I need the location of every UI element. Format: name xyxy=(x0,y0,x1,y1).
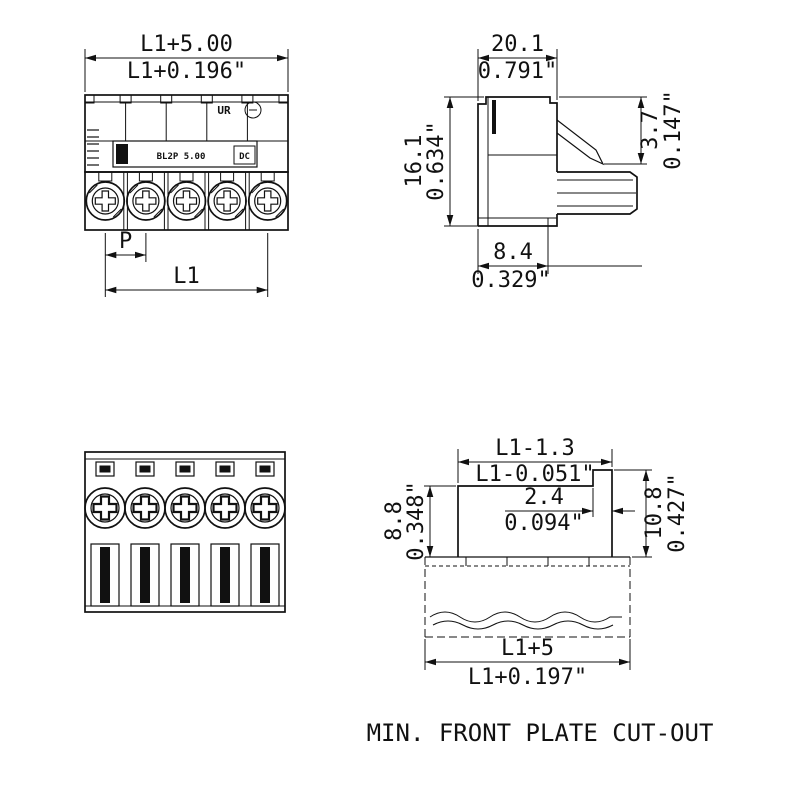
front-view: BL2P 5.00 DC UR xyxy=(84,94,289,231)
dim-latch-mm: 3.7 xyxy=(638,110,663,150)
type-marking: BL2P 5.00 xyxy=(157,152,206,162)
clamp-screw xyxy=(207,171,247,221)
rear-pole xyxy=(83,460,127,608)
dim-side-height-mm: 16.1 xyxy=(402,135,427,188)
clamp-screw xyxy=(247,171,288,221)
clamp-screw xyxy=(85,171,126,221)
dim-cutout-left-in: 0.348" xyxy=(404,481,429,560)
rear-pole xyxy=(243,460,287,608)
dim-cutout-bottom-in: L1+0.197" xyxy=(468,665,587,690)
dim-latch-in: 0.147" xyxy=(661,90,686,169)
latch xyxy=(556,119,605,166)
rear-view xyxy=(83,451,287,613)
front-view-dimensions: L1+5.00 L1+0.196" P L1 xyxy=(84,32,289,297)
clamp-screw xyxy=(126,171,166,221)
rear-pole xyxy=(123,460,167,608)
cutout-view xyxy=(424,469,631,638)
caption: MIN. FRONT PLATE CUT-OUT xyxy=(367,719,714,747)
rear-pole xyxy=(163,460,207,608)
dim-cutout-left-mm: 8.8 xyxy=(382,501,407,541)
cutout-dimensions: L1-1.3 L1-0.051" 2.4 0.094" 8.8 0.348" 1… xyxy=(382,436,690,690)
dim-cutout-right-in: 0.427" xyxy=(665,473,690,552)
dim-front-width-mm: L1+5.00 xyxy=(140,32,233,57)
dc-marking: DC xyxy=(239,152,250,162)
dim-pitch: P xyxy=(119,229,132,254)
dim-cutout-right-mm: 10.8 xyxy=(642,487,667,540)
dim-side-width-mm: 20.1 xyxy=(491,32,544,57)
dim-cutout-bottom-mm: L1+5 xyxy=(501,636,554,661)
dim-step-mm: 2.4 xyxy=(524,485,564,510)
side-view-dimensions: 20.1 0.791" 16.1 0.634" 3.7 0.147" 8.4 0… xyxy=(402,32,686,293)
dim-cutout-top-in: L1-0.051" xyxy=(475,462,594,487)
side-view xyxy=(477,96,638,227)
csa-mark-icon xyxy=(244,101,262,119)
dim-length: L1 xyxy=(173,264,200,289)
ul-recognized-mark: UR xyxy=(217,104,231,117)
clamp-screw xyxy=(166,171,207,221)
dim-front-width-in: L1+0.196" xyxy=(127,59,246,84)
rear-pole xyxy=(203,460,247,608)
dim-side-height-in: 0.634" xyxy=(424,121,449,200)
dim-cutout-top-mm: L1-1.3 xyxy=(495,436,574,461)
dim-side-width-in: 0.791" xyxy=(478,59,557,84)
dim-depth-mm: 8.4 xyxy=(493,240,533,265)
wire-tab xyxy=(557,171,638,215)
brand-logo-mark xyxy=(116,144,128,164)
dim-depth-in: 0.329" xyxy=(471,268,550,293)
dim-step-in: 0.094" xyxy=(504,511,583,536)
